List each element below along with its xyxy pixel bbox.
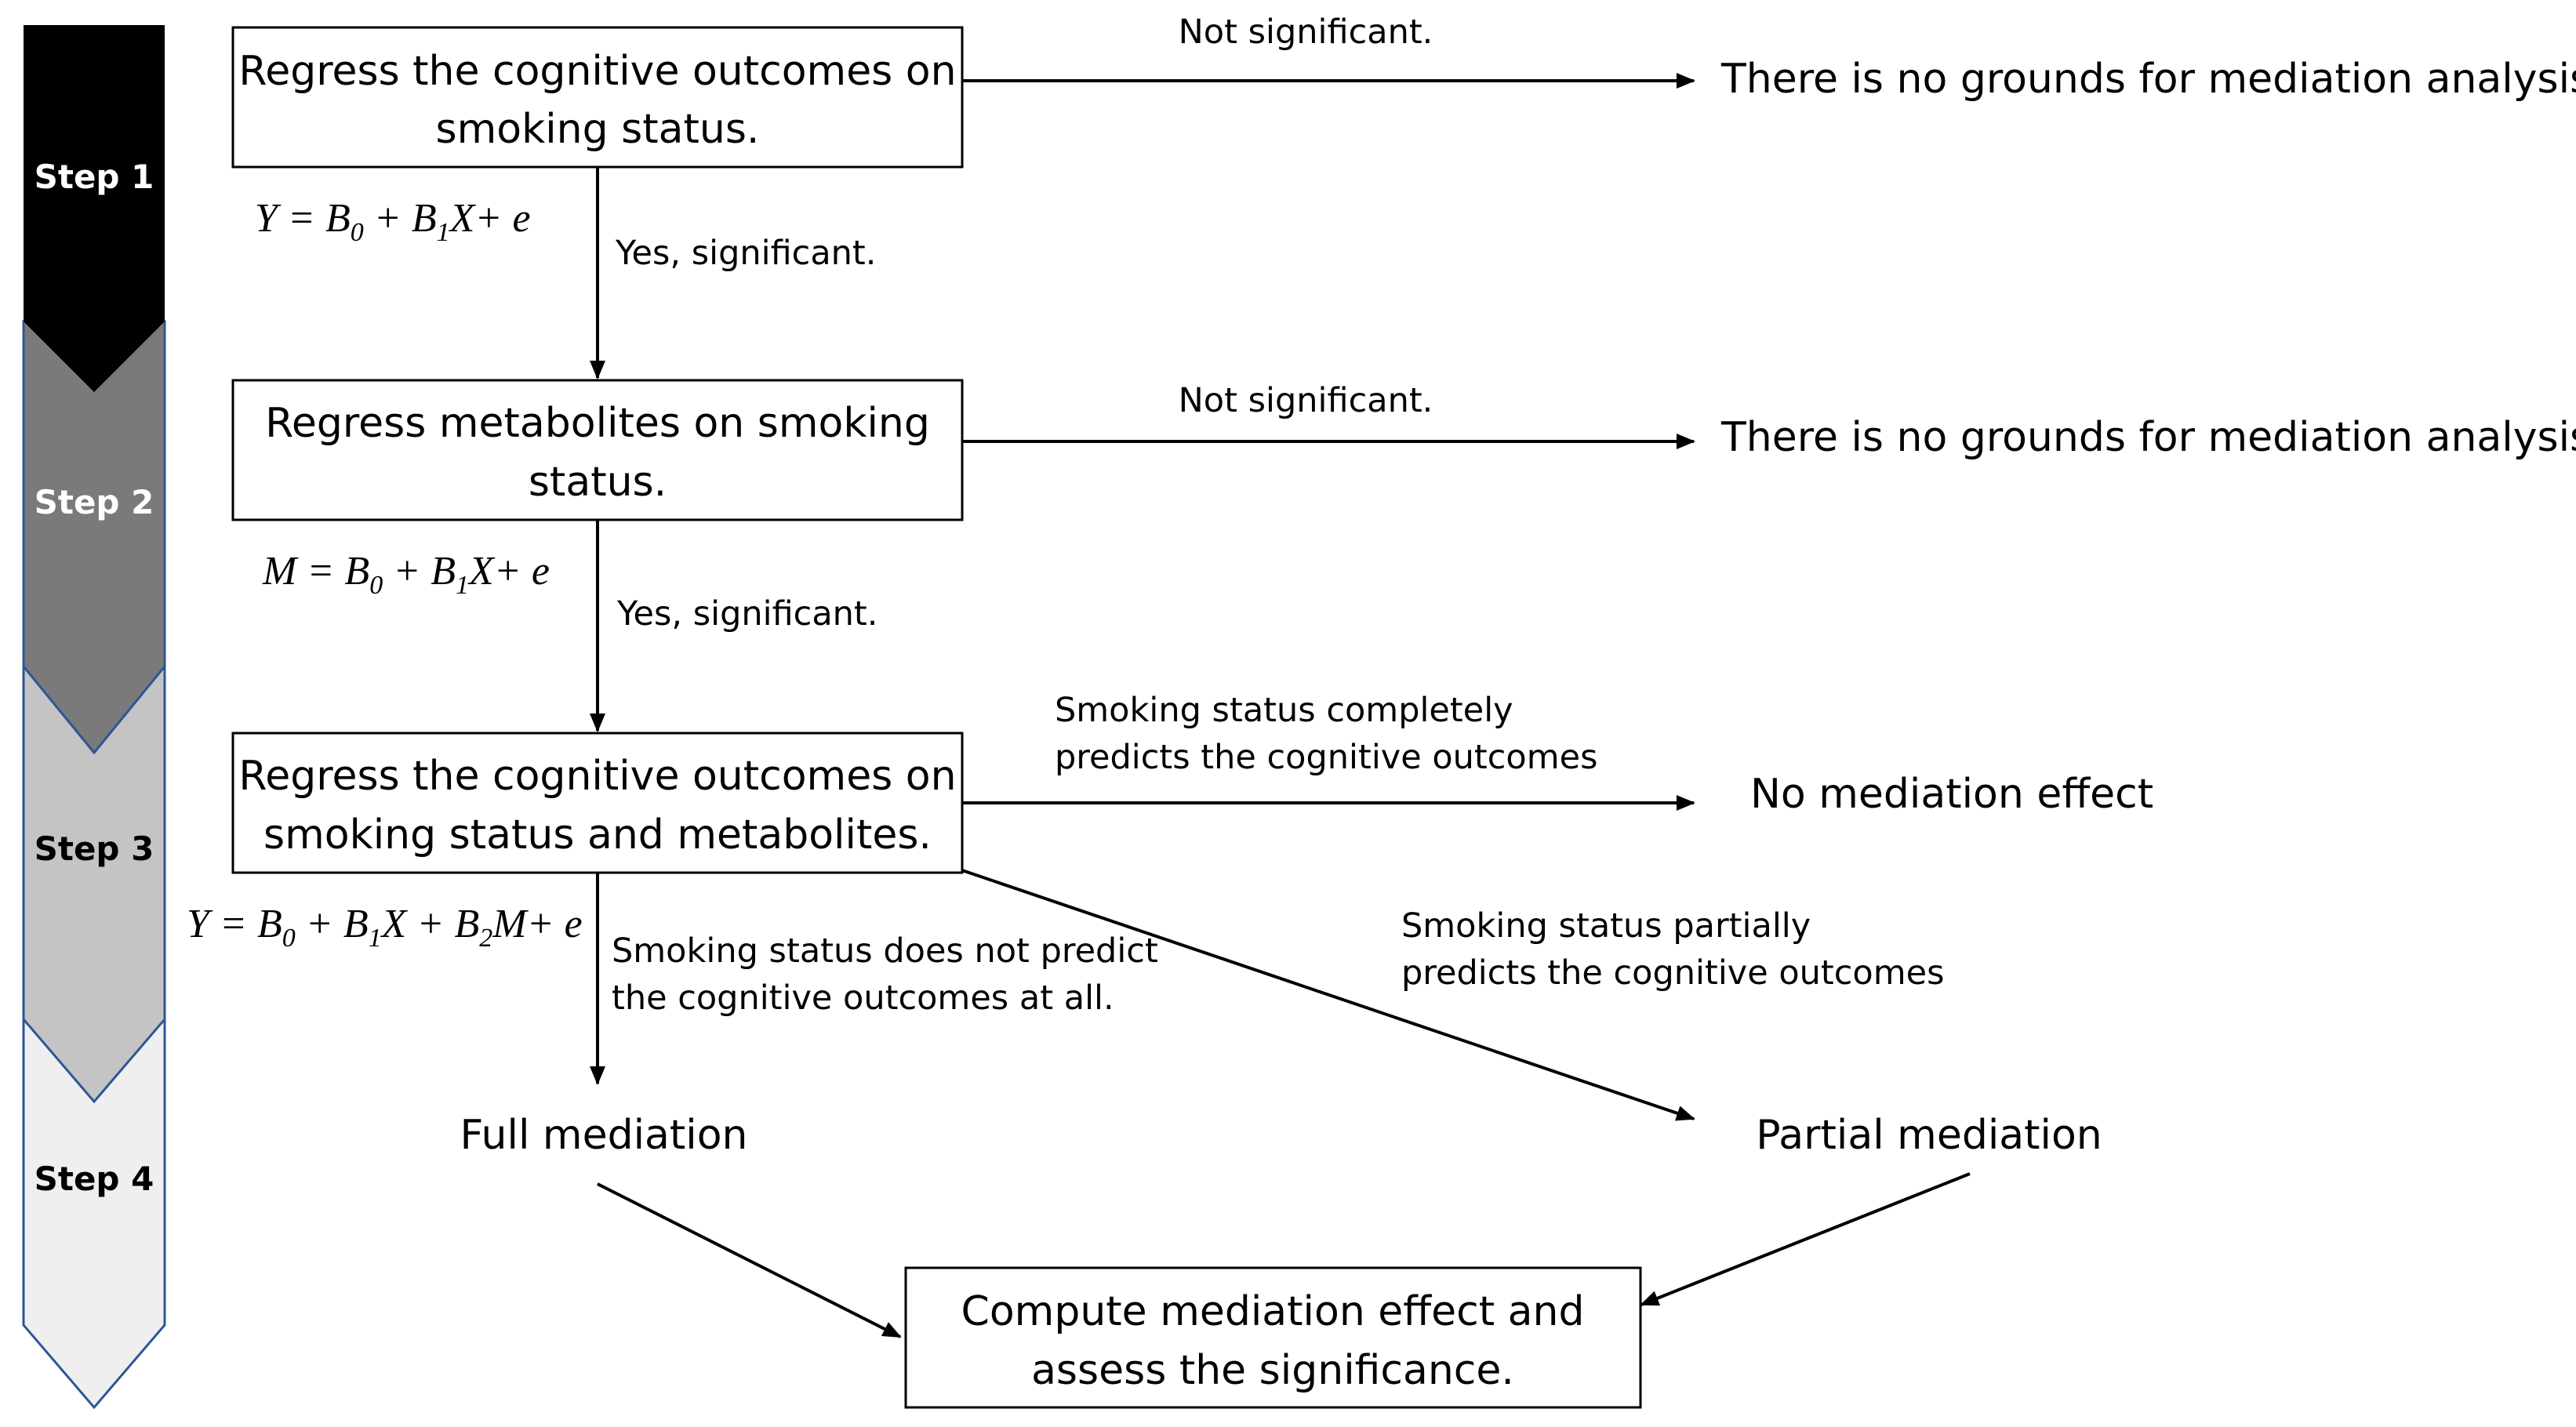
not-significant-label-2: Not significant. bbox=[1179, 381, 1433, 420]
formula-step2: M = B0 + B1X+ e bbox=[262, 549, 550, 600]
step4-label: Step 4 bbox=[35, 1160, 154, 1198]
outcome-partial-mediation: Partial mediation bbox=[1756, 1112, 2102, 1159]
step1-chevron bbox=[24, 25, 165, 392]
step1-label: Step 1 bbox=[35, 158, 154, 196]
step2-label: Step 2 bbox=[35, 483, 154, 521]
step2-box-line1: Regress metabolites on smoking bbox=[265, 400, 930, 447]
step3-box-line1: Regress the cognitive outcomes on bbox=[238, 753, 956, 800]
yes-significant-label-2: Yes, significant. bbox=[616, 594, 877, 634]
arrow-partial-to-final bbox=[1640, 1172, 1971, 1306]
not-at-all-label-line1: Smoking status does not predict bbox=[612, 931, 1158, 971]
final-box-line2: assess the significance. bbox=[1031, 1347, 1514, 1394]
final-box-line1: Compute mediation effect and bbox=[961, 1288, 1585, 1335]
completely-label-line1: Smoking status completely bbox=[1055, 691, 1513, 730]
outcome-no-grounds-2: There is no grounds for mediation analys… bbox=[1720, 414, 2576, 461]
step2-box-line2: status. bbox=[529, 459, 667, 506]
yes-significant-label-1: Yes, significant. bbox=[615, 234, 876, 273]
step3-box-line2: smoking status and metabolites. bbox=[263, 812, 932, 859]
outcome-full-mediation: Full mediation bbox=[460, 1112, 747, 1159]
step1-box-line2: smoking status. bbox=[436, 106, 760, 153]
step3-label: Step 3 bbox=[35, 830, 154, 868]
step1-box-line1: Regress the cognitive outcomes on bbox=[238, 48, 956, 95]
partially-label-line2: predicts the cognitive outcomes bbox=[1401, 953, 1944, 993]
outcome-no-mediation: No mediation effect bbox=[1750, 771, 2153, 818]
not-at-all-label-line2: the cognitive outcomes at all. bbox=[612, 979, 1114, 1018]
completely-label-line2: predicts the cognitive outcomes bbox=[1055, 738, 1597, 777]
formula-step1: Y = B0 + B1X+ e bbox=[255, 196, 531, 247]
not-significant-label-1: Not significant. bbox=[1179, 13, 1433, 52]
final-box: Compute mediation effect and assess the … bbox=[904, 1266, 1642, 1409]
step2-box: Regress metabolites on smoking status. bbox=[231, 379, 964, 521]
partially-label-line1: Smoking status partially bbox=[1401, 906, 1811, 946]
arrow-full-to-final bbox=[597, 1182, 902, 1338]
step-column: Step 1 Step 2 Step 3 Step 4 bbox=[22, 25, 166, 1410]
step1-box: Regress the cognitive outcomes on smokin… bbox=[231, 26, 964, 169]
arrow-step3-partial bbox=[961, 869, 1695, 1121]
formula-step3: Y = B0 + B1X + B2M+ e bbox=[187, 902, 583, 953]
step3-box: Regress the cognitive outcomes on smokin… bbox=[231, 732, 964, 874]
outcome-no-grounds-1: There is no grounds for mediation analys… bbox=[1720, 56, 2576, 103]
